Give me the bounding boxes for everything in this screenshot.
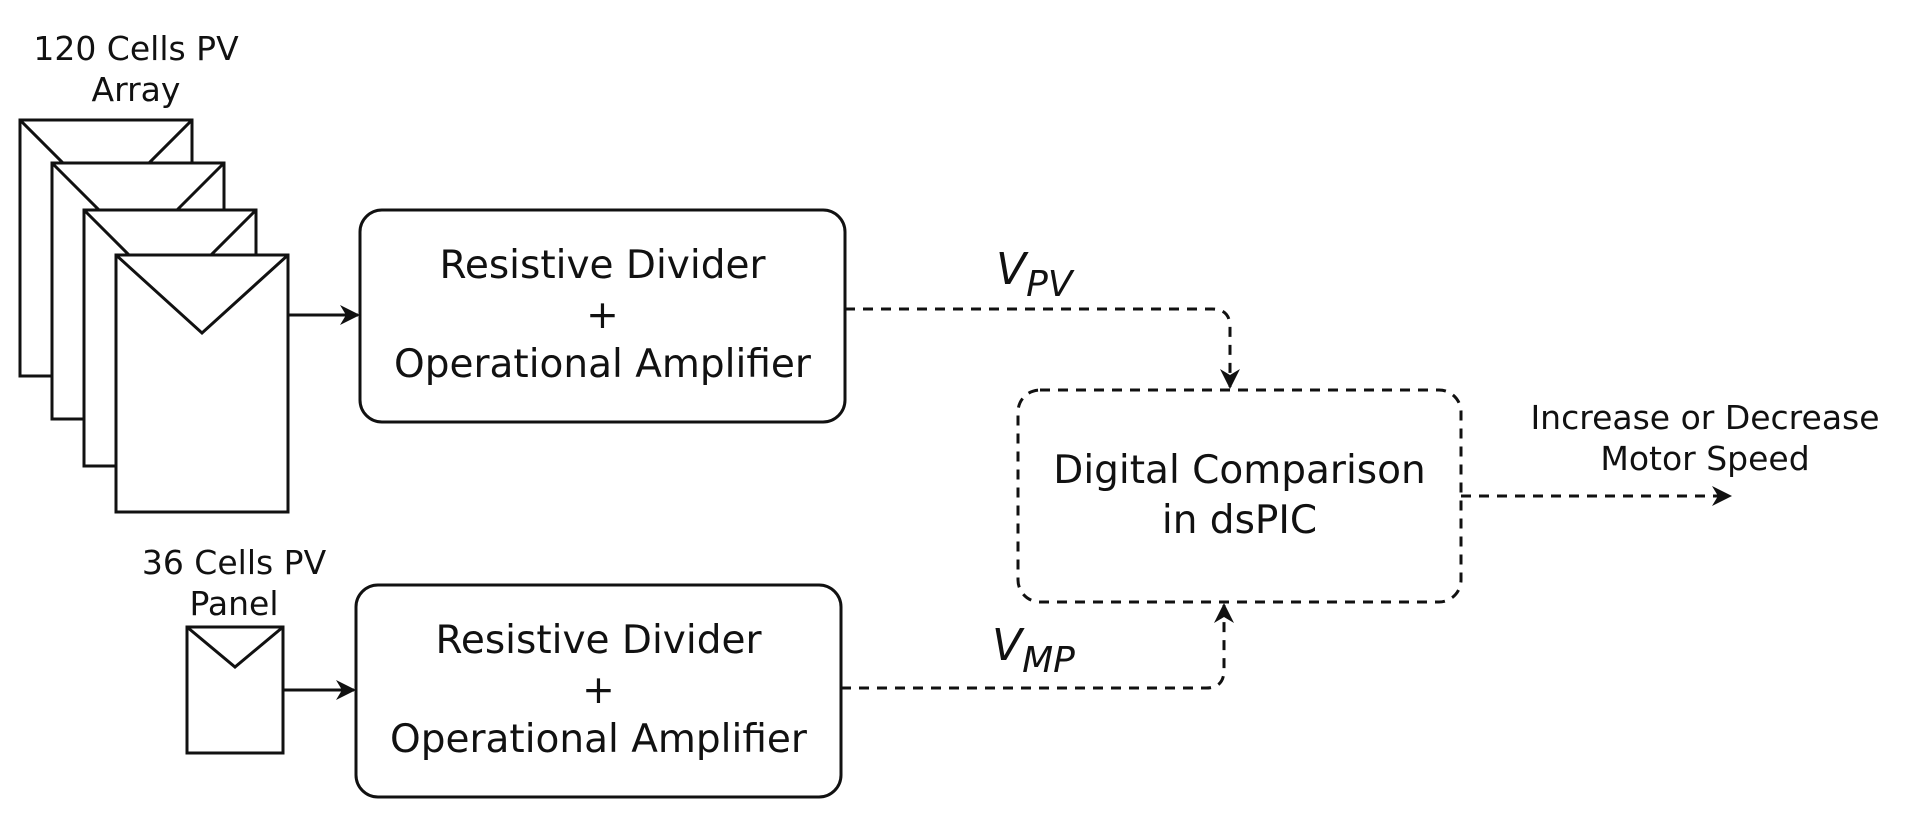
pv-array-sheet-4 [114,253,290,514]
vpv-signal-label: VPV [996,244,1072,305]
pv-panel-icon [185,625,285,755]
vpv-signal-arrow [845,307,1240,389]
bottom-block-line1: Resistive Divider [435,618,762,663]
pv-array-label: 120 Cells PV Array [16,28,256,111]
vmp-signal-label: VMP [992,620,1075,681]
pv-array-icon [18,118,290,514]
bottom-divider-amplifier-block [354,583,843,799]
vmp-base: V [992,620,1023,671]
output-label-line2: Motor Speed [1600,439,1810,479]
pv-panel-label-line2: Panel [189,584,279,624]
comparison-block-label: Digital Comparison in dsPIC [1018,446,1461,545]
output-label-line1: Increase or Decrease [1530,398,1880,437]
pv-panel-label: 36 Cells PV Panel [114,542,354,625]
pv-array-label-line2: Array [91,70,181,110]
vmp-signal-arrow [841,603,1234,690]
output-label: Increase or Decrease Motor Speed [1505,397,1905,480]
top-block-line2: + [586,292,619,338]
vmp-subscript: MP [1022,640,1075,681]
comparison-block-line2: in dsPIC [1161,497,1318,543]
vpv-base: V [996,244,1027,295]
top-divider-amplifier-block [358,208,847,424]
pv-panel-label-line1: 36 Cells PV [141,543,327,582]
top-block-line1: Resistive Divider [439,243,766,288]
digital-comparison-block [1016,388,1463,604]
bottom-block-line3: Operational Amplifier [390,717,807,763]
bottom-block-line2: + [582,667,615,713]
top-block-line3: Operational Amplifier [394,342,811,388]
top-block-label: Resistive Divider + Operational Amplifie… [360,241,845,390]
bottom-block-label: Resistive Divider + Operational Amplifie… [356,616,841,765]
vpv-subscript: PV [1026,264,1073,305]
pv-array-label-line1: 120 Cells PV [33,29,239,68]
comparison-block-line1: Digital Comparison [1053,448,1426,493]
